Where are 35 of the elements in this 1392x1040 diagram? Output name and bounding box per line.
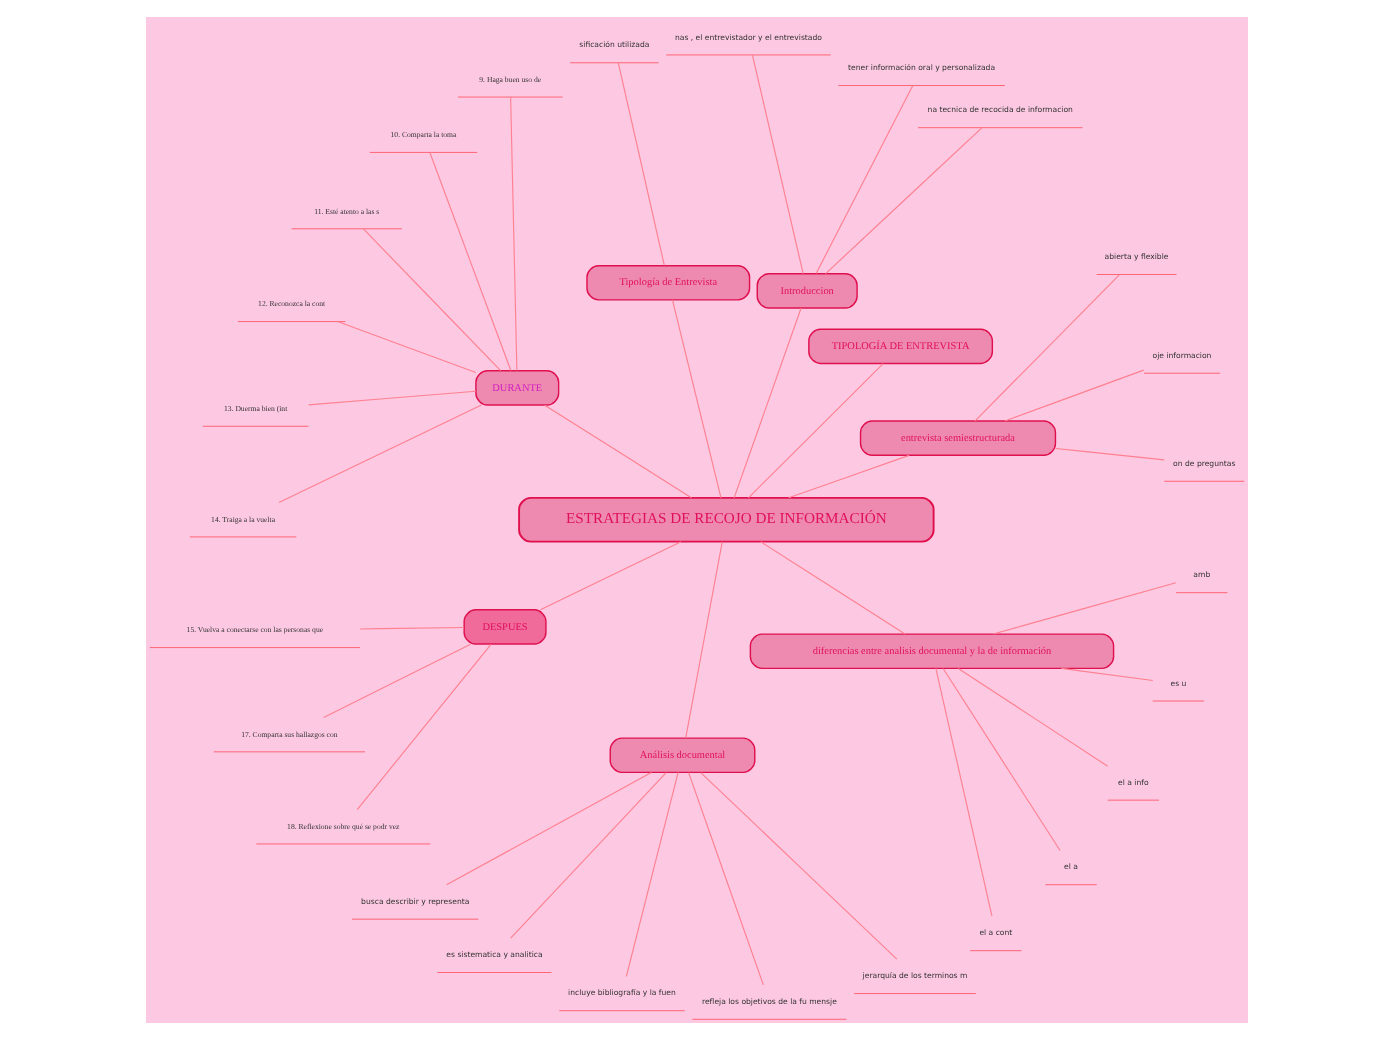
connector [361,228,501,372]
connector [543,404,691,499]
connector [814,85,913,274]
node-box: ESTRATEGIAS DE RECOJO DE INFORMACIÓN [517,496,934,543]
connector [616,62,664,266]
connector [1003,369,1144,422]
connector [684,541,722,739]
connector [428,151,511,372]
connector [509,772,666,939]
connector [824,127,982,275]
connector [670,299,721,499]
connector [624,771,678,977]
connector [787,454,909,499]
connector [973,274,1120,422]
connector [759,541,905,635]
connector [538,541,681,611]
connector [277,404,481,504]
connector [336,321,476,374]
connector [991,582,1176,635]
connector [956,667,1108,767]
connector [934,667,992,917]
connector [445,771,651,886]
connector [509,96,517,371]
connector [699,772,897,960]
connector [358,626,464,630]
connector [750,54,803,275]
connector [355,643,491,811]
connector [941,668,1060,852]
connector [687,772,763,986]
connector [307,390,476,406]
connector [1054,447,1164,461]
connector [732,307,801,499]
connector [746,363,883,499]
connector [1059,667,1153,682]
connector [322,643,471,719]
